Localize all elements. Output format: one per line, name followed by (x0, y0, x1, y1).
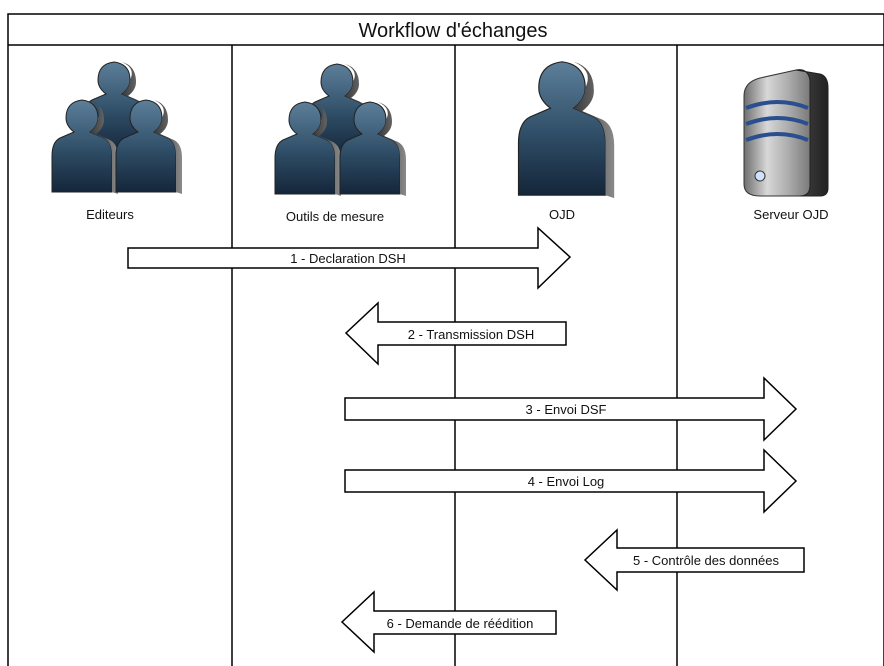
arrow-6-demande-de-reedition: 6 - Demande de réédition (340, 590, 557, 654)
lane-label-editeurs: Editeurs (86, 207, 134, 222)
arrow-5-controle-des-donnees: 5 - Contrôle des données (583, 528, 805, 592)
arrow-label: 5 - Contrôle des données (633, 553, 779, 568)
user-group-icon (51, 61, 182, 194)
arrow-label: 2 - Transmission DSH (408, 327, 534, 342)
lane-label-serveur-ojd: Serveur OJD (753, 207, 828, 222)
arrow-label: 3 - Envoi DSF (526, 402, 607, 417)
arrow-1-declaration-dsh: 1 - Declaration DSH (127, 226, 572, 290)
arrow-4-envoi-log: 4 - Envoi Log (344, 448, 798, 514)
arrow-label: 1 - Declaration DSH (290, 251, 406, 266)
arrow-2-transmission-dsh: 2 - Transmission DSH (344, 301, 567, 366)
server-icon (743, 69, 829, 197)
arrow-label: 4 - Envoi Log (528, 474, 605, 489)
diagram-title: Workflow d'échanges (358, 20, 547, 42)
arrow-3-envoi-dsf: 3 - Envoi DSF (344, 376, 798, 442)
user-group-icon (274, 63, 406, 196)
lane-label-ojd: OJD (549, 207, 575, 222)
arrow-label: 6 - Demande de réédition (387, 616, 534, 631)
user-icon (517, 61, 615, 199)
lane-label-outils-de-mesure: Outils de mesure (286, 209, 384, 224)
